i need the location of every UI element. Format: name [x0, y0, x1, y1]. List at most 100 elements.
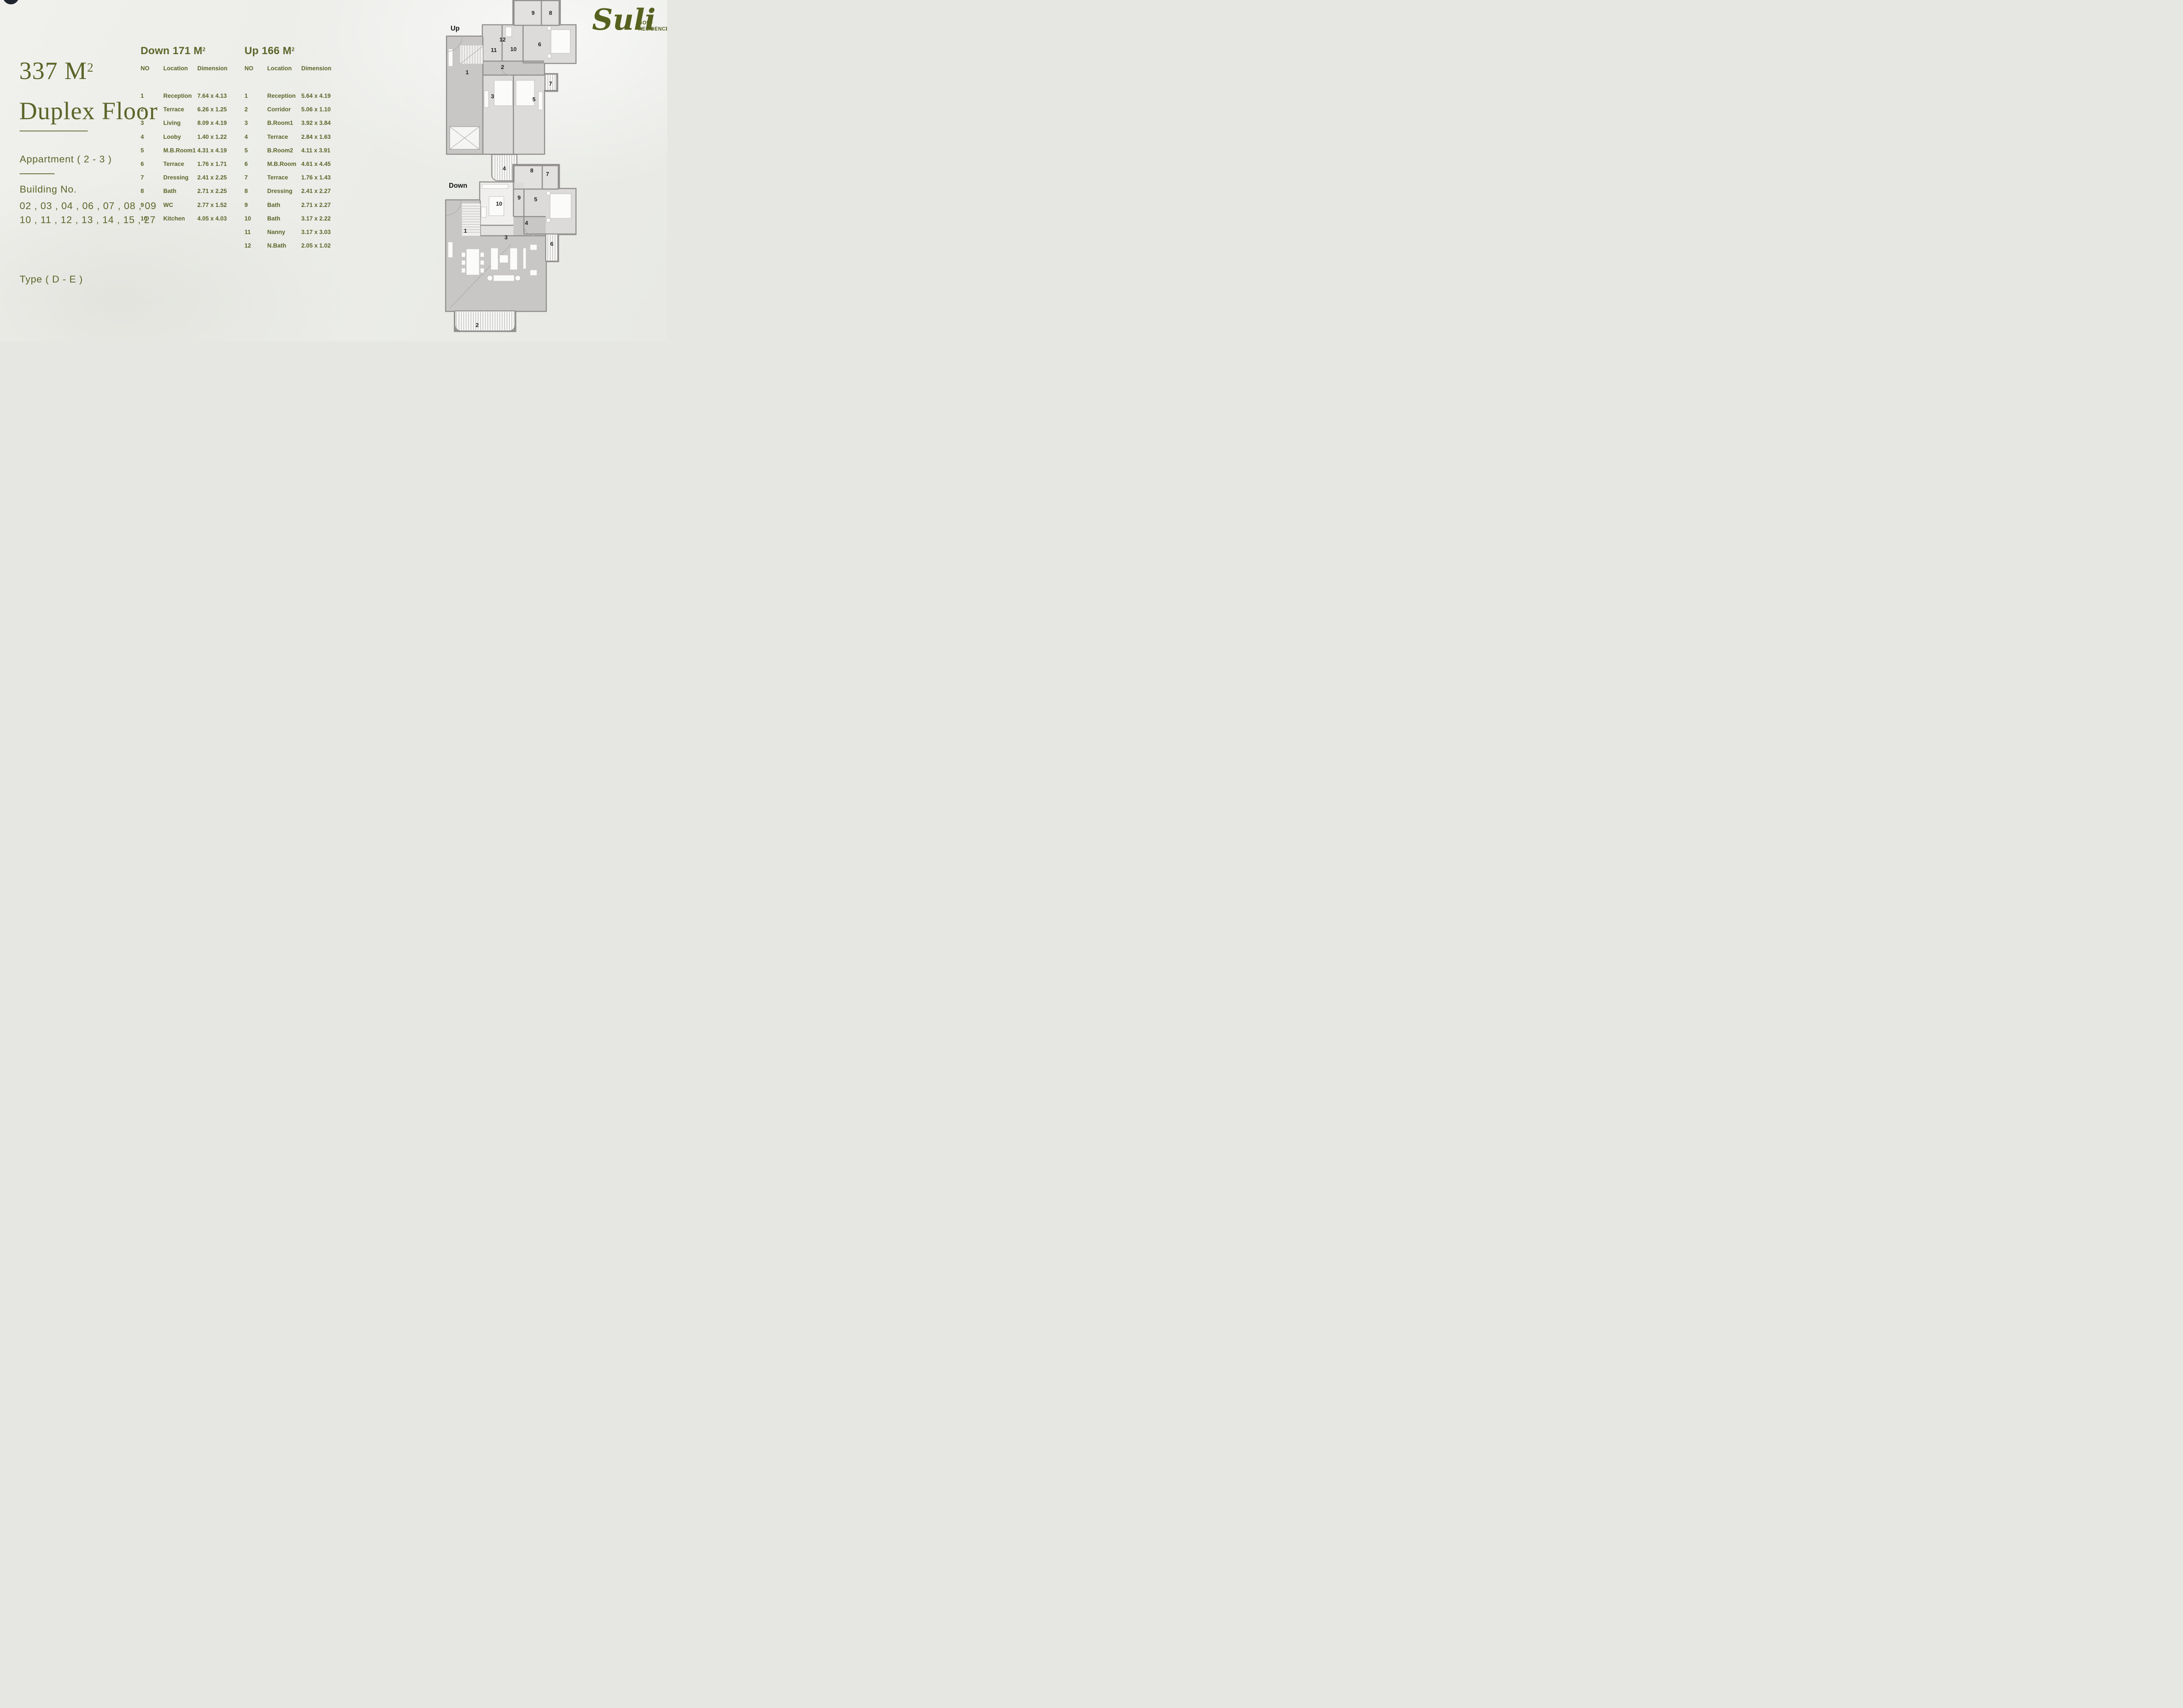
- down-table-title: Down 171 M2: [141, 45, 206, 57]
- row-location: Dressing: [163, 174, 189, 181]
- row-dimension: 5.64 x 4.19: [301, 93, 331, 100]
- table-row: 9 Bath 2.71 x 2.27: [244, 198, 354, 212]
- room-number: 5: [534, 196, 537, 203]
- row-location: Kitchen: [163, 215, 185, 222]
- room-number: 3: [491, 93, 494, 100]
- row-no: 11: [244, 228, 251, 235]
- row-no: 7: [141, 174, 144, 181]
- row-location: Bath: [267, 201, 280, 208]
- table-row: 12 N.Bath 2.05 x 1.02: [244, 239, 354, 252]
- row-no: 3: [141, 120, 144, 127]
- row-dimension: 6.26 x 1.25: [197, 106, 227, 113]
- row-dimension: 3.92 x 3.84: [301, 120, 331, 127]
- row-no: 6: [244, 161, 248, 168]
- room-number: 2: [475, 322, 479, 328]
- down-wc: [513, 183, 524, 217]
- room-number: 1: [465, 69, 468, 76]
- up-table-header: NO Location Dimension: [244, 65, 354, 72]
- row-no: 5: [141, 147, 144, 154]
- table-row: 11 Nanny 3.17 x 3.03: [244, 225, 354, 239]
- row-dimension: 2.05 x 1.02: [301, 242, 331, 249]
- row-no: 8: [244, 188, 248, 195]
- area-title: 337 M2: [19, 59, 94, 83]
- building-numbers-line2: 10 , 11 , 12 , 13 , 14 , 15 , 27: [20, 214, 156, 225]
- row-location: Living: [163, 120, 181, 127]
- down-terrace-right: [545, 234, 558, 262]
- row-no: 12: [244, 242, 251, 249]
- corner-dot: [3, 0, 19, 4]
- apartment-label: Appartment ( 2 - 3 ): [20, 154, 112, 165]
- row-no: 1: [141, 93, 144, 100]
- up-table-title: Up 166 M2: [244, 45, 295, 57]
- row-dimension: 4.11 x 3.91: [301, 147, 331, 154]
- row-no: 6: [141, 161, 144, 168]
- row-no: 10: [244, 215, 251, 222]
- room-number: 4: [503, 165, 506, 172]
- down-table-title-text: Down 171 M: [141, 45, 203, 57]
- brand-tagline-residence: RESIDENCE: [638, 27, 667, 32]
- brand-tagline-golf: GOLF: [638, 21, 653, 26]
- row-dimension: 3.17 x 2.22: [301, 215, 331, 222]
- area-value: 337 M: [19, 57, 87, 85]
- row-location: Dressing: [267, 188, 293, 195]
- row-location: Reception: [163, 93, 192, 100]
- row-dimension: 5.06 x 1.10: [301, 106, 331, 113]
- col-location: Location: [267, 65, 292, 72]
- row-location: B.Room1: [267, 120, 293, 127]
- row-no: 5: [244, 147, 248, 154]
- apartment-divider: [20, 173, 55, 174]
- room-number: 10: [496, 200, 502, 207]
- row-no: 2: [141, 106, 144, 113]
- down-terrace-front: [455, 310, 516, 331]
- brand-name: Suli: [592, 3, 656, 37]
- room-number: 6: [550, 241, 553, 247]
- down-lobby: [513, 217, 546, 236]
- room-number: 3: [504, 234, 507, 241]
- row-dimension: 4.31 x 4.19: [197, 147, 227, 154]
- row-location: Reception: [267, 93, 296, 100]
- row-location: Looby: [163, 133, 181, 140]
- room-number: 11: [491, 47, 497, 53]
- row-no: 9: [244, 201, 248, 208]
- room-number: 5: [532, 96, 535, 103]
- brochure-page: 337 M2 Duplex Floor Appartment ( 2 - 3 )…: [0, 0, 667, 341]
- up-terrace-bottom: [491, 154, 517, 181]
- room-number: 9: [531, 10, 534, 16]
- up-table-title-text: Up 166 M: [244, 45, 292, 57]
- row-location: Terrace: [267, 133, 288, 140]
- room-number: 6: [538, 41, 541, 48]
- row-location: N.Bath: [267, 242, 286, 249]
- row-no: 8: [141, 188, 144, 195]
- up-plan-label: Up: [451, 25, 460, 32]
- row-no: 9: [141, 201, 144, 208]
- row-dimension: 2.71 x 2.27: [301, 201, 331, 208]
- brand-logo-graphic: Suli GOLF RESIDENCE: [592, 3, 667, 37]
- row-dimension: 3.17 x 3.03: [301, 228, 331, 235]
- room-number: 9: [517, 194, 520, 201]
- row-location: Terrace: [267, 174, 288, 181]
- down-table-title-sup: 2: [202, 46, 206, 52]
- row-dimension: 1.76 x 1.71: [197, 161, 227, 168]
- row-location: Nanny: [267, 228, 286, 235]
- room-number: 12: [499, 36, 506, 43]
- row-no: 4: [244, 133, 248, 140]
- row-location: WC: [163, 201, 173, 208]
- room-number: 7: [546, 171, 549, 177]
- room-number: 8: [549, 10, 552, 16]
- row-no: 7: [244, 174, 248, 181]
- row-location: Bath: [267, 215, 280, 222]
- row-dimension: 2.71 x 2.25: [197, 188, 227, 195]
